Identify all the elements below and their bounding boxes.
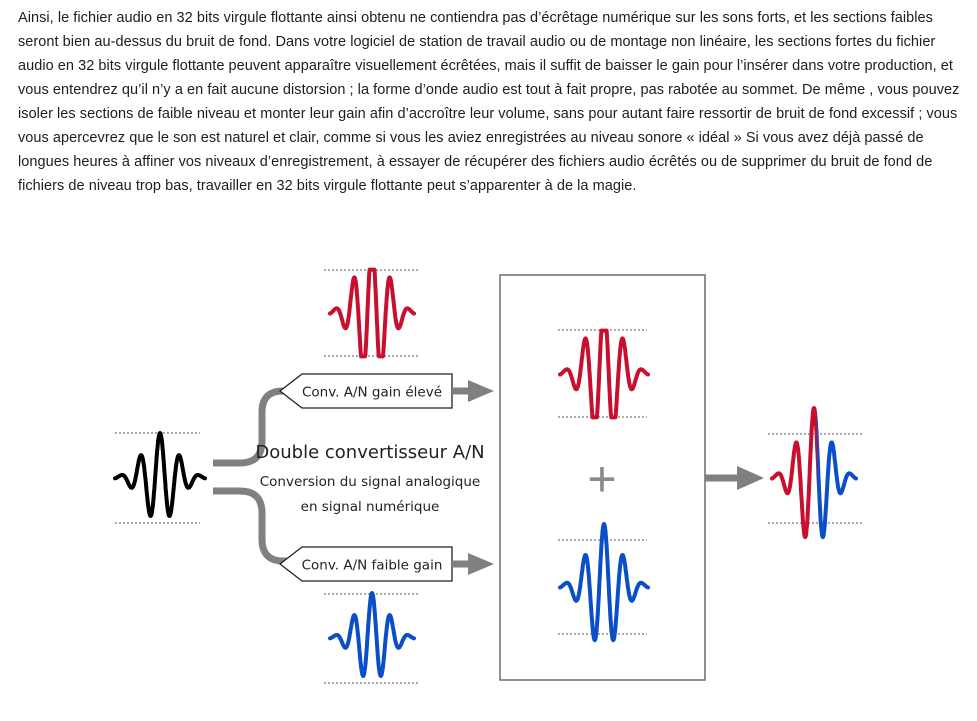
combiner-box-frame	[499, 274, 706, 681]
box-low-gain-wave	[558, 522, 650, 643]
diagram-title: Double convertisseur A/N	[255, 442, 484, 463]
arrow-low-to-box	[452, 553, 494, 575]
diagram-svg: Conv. A/N gain élevé Conv. A/N faible ga…	[113, 267, 862, 684]
output-wave-blue-part	[817, 412, 858, 540]
low-gain-waveform	[324, 591, 418, 684]
low-gain-wave	[328, 591, 416, 678]
input-waveform	[113, 431, 207, 524]
output-wave-red-part	[770, 406, 817, 540]
high-gain-label: Conv. A/N gain élevé	[302, 385, 442, 401]
arrow-high-to-box	[452, 380, 494, 402]
combiner-box: +	[499, 274, 706, 681]
split-connector-lower	[213, 487, 290, 565]
high-gain-waveform	[324, 267, 418, 359]
arrow-low-head	[468, 553, 494, 575]
split-connector-upper	[213, 387, 290, 467]
output-waveform	[768, 406, 862, 540]
split-connector	[213, 387, 290, 565]
low-gain-adc: Conv. A/N faible gain	[278, 546, 453, 582]
arrow-output-head	[737, 466, 764, 490]
low-gain-label-box	[278, 546, 453, 582]
high-gain-wave	[328, 267, 416, 359]
diagram-subtitle-line1: Conversion du signal analogique	[260, 474, 480, 490]
arrow-high-head	[468, 380, 494, 402]
input-wave	[113, 431, 207, 518]
arrow-box-to-output	[705, 466, 764, 490]
diagram-subtitle-line2: en signal numérique	[301, 499, 440, 515]
article-paragraph: Ainsi, le fichier audio en 32 bits virgu…	[18, 10, 960, 194]
article-text: Ainsi, le fichier audio en 32 bits virgu…	[18, 6, 963, 198]
high-gain-label-box	[278, 373, 453, 409]
box-high-gain-wave	[558, 328, 650, 420]
low-gain-label: Conv. A/N faible gain	[302, 558, 443, 574]
high-gain-adc: Conv. A/N gain élevé	[278, 373, 453, 409]
plus-symbol: +	[587, 451, 616, 507]
dual-adc-diagram: Conv. A/N gain élevé Conv. A/N faible ga…	[0, 250, 977, 721]
